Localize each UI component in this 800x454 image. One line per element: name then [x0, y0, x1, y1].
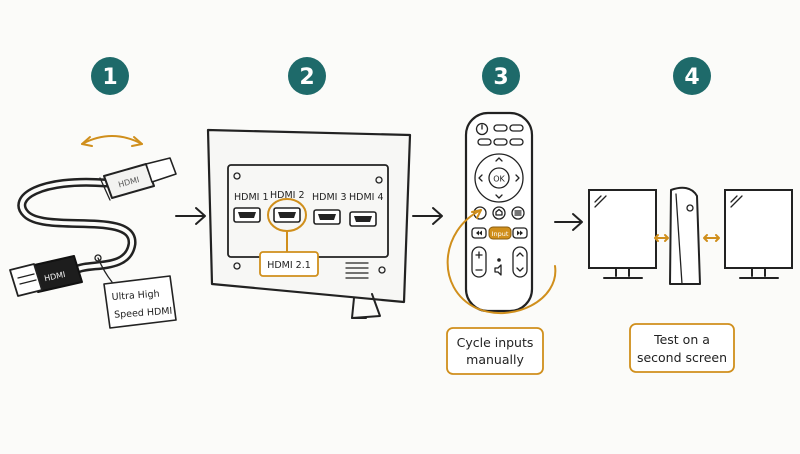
power-icon: [475, 122, 489, 136]
svg-text:Speed HDMI: Speed HDMI: [114, 306, 173, 321]
channel-rocker: [512, 246, 528, 278]
rewind-icon: [471, 227, 487, 239]
mute-icon: [494, 264, 502, 276]
svg-text:HDMI 1: HDMI 1: [234, 192, 269, 203]
dpad: OK: [474, 153, 524, 203]
step-badge-4: 4: [673, 57, 711, 95]
tv-back-panel: [206, 128, 412, 319]
svg-text:second screen: second screen: [637, 350, 727, 365]
arrow-right-icon: [554, 213, 583, 231]
cable-tag: Ultra High Speed HDMI: [103, 275, 177, 329]
svg-text:manually: manually: [466, 352, 524, 367]
caption-test-second-screen: Test on a second screen: [629, 323, 735, 373]
step-badge-2: 2: [288, 57, 326, 95]
svg-text:HDMI 2.1: HDMI 2.1: [267, 260, 311, 271]
hdmi-port-2: HDMI 2: [270, 190, 305, 223]
volume-rocker: [471, 246, 487, 278]
step-number: 1: [102, 65, 117, 90]
svg-text:OK: OK: [493, 175, 505, 184]
monitor-right: [724, 189, 793, 279]
svg-text:Test on a: Test on a: [653, 332, 710, 347]
svg-text:HDMI 3: HDMI 3: [312, 192, 347, 203]
step-number: 3: [493, 65, 508, 90]
svg-text:Ultra High: Ultra High: [111, 289, 160, 303]
menu-icon: [511, 206, 525, 220]
step-number: 2: [299, 65, 314, 90]
hdmi-port-1: HDMI 1: [233, 192, 269, 223]
hdmi-cable-icon: HDMI HDMI: [9, 157, 177, 297]
hdmi-connector-top: HDMI: [99, 157, 177, 201]
port-highlight: HDMI 2.1: [259, 198, 319, 277]
svg-text:HDMI: HDMI: [43, 270, 66, 283]
svg-text:Input: Input: [492, 230, 509, 238]
game-console: [669, 186, 701, 285]
step-badge-3: 3: [482, 57, 520, 95]
cycle-arrow-icon: [446, 209, 557, 314]
arrow-right-icon: [175, 207, 206, 225]
input-button: Input: [488, 226, 512, 240]
fast-forward-icon: [512, 227, 528, 239]
hdmi-connector-bottom: HDMI: [9, 255, 83, 297]
hdmi-port-4: HDMI 4: [349, 192, 384, 227]
step-badge-1: 1: [91, 57, 129, 95]
double-arrow-icon: [654, 234, 669, 242]
home-icon: [492, 206, 506, 220]
svg-text:HDMI 2: HDMI 2: [270, 190, 305, 201]
monitor-left: [588, 189, 657, 279]
step-number: 4: [684, 65, 699, 90]
arrow-right-icon: [412, 207, 443, 225]
swap-arrow-icon: [81, 135, 143, 147]
hdmi-port-3: HDMI 3: [312, 192, 347, 225]
svg-text:Cycle inputs: Cycle inputs: [457, 335, 534, 350]
double-arrow-icon: [703, 234, 720, 242]
svg-text:HDMI 4: HDMI 4: [349, 192, 384, 203]
caption-cycle-inputs: Cycle inputs manually: [446, 327, 544, 375]
remote-control: OK Input: [464, 111, 534, 313]
